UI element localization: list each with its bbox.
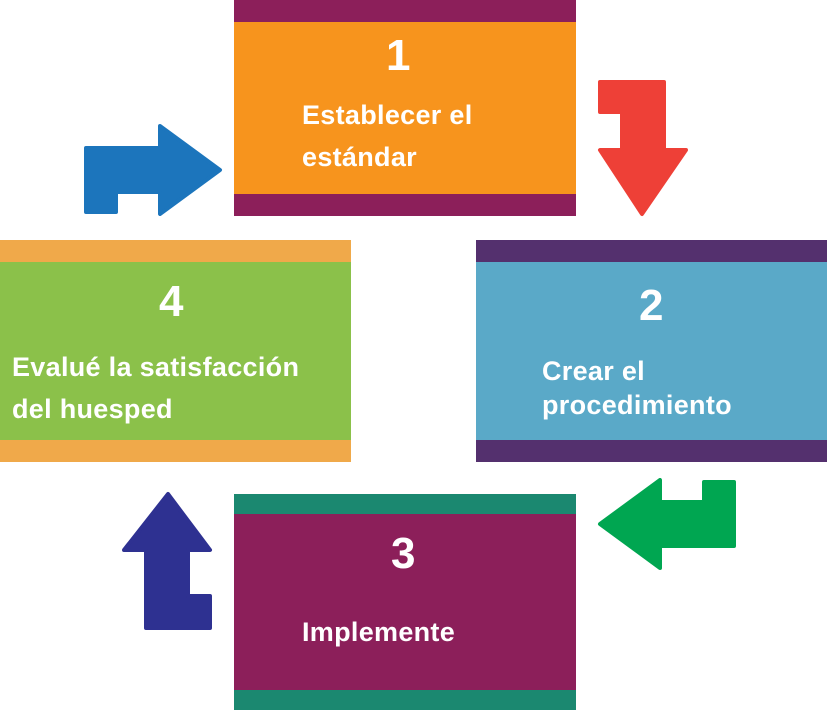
step-4-label-line2: del huesped (12, 394, 173, 424)
step-1-label-line2: estándar (302, 142, 417, 172)
step-2-bottom-stripe (476, 440, 827, 462)
arrow-up-icon (122, 492, 212, 630)
arrow-down-icon (598, 80, 688, 216)
step-3-bottom-stripe (234, 690, 576, 710)
step-1-number: 1 (386, 31, 411, 80)
step-2-label: Crear el procedimiento (542, 354, 732, 422)
step-1-bottom-stripe (234, 194, 576, 216)
step-3-label-line1: Implemente (302, 617, 456, 647)
step-2-label-line1: Crear el (542, 356, 645, 386)
step-4-bottom-stripe (0, 440, 351, 462)
step-1-label: Establecer el estándar (302, 94, 473, 178)
step-4-label: Evalué la satisfacción del huesped (12, 346, 299, 430)
step-3-number: 3 (391, 529, 416, 578)
step-4-label-line1: Evalué la satisfacción (12, 352, 300, 382)
step-2-label-line2: procedimiento (542, 390, 732, 420)
step-1-top-stripe (234, 0, 576, 22)
step-3-top-stripe (234, 494, 576, 514)
arrow-left-icon (598, 478, 736, 570)
step-2-top-stripe (476, 240, 827, 262)
arrow-right-icon (84, 124, 222, 216)
step-4-number: 4 (159, 277, 184, 326)
step-3-box: 3 Implemente (234, 494, 576, 710)
step-4-top-stripe (0, 240, 351, 262)
step-3-label: Implemente (302, 611, 455, 653)
step-2-box: 2 Crear el procedimiento (476, 240, 827, 462)
step-1-box: 1 Establecer el estándar (234, 0, 576, 216)
step-1-label-line1: Establecer el (302, 100, 473, 130)
step-2-number: 2 (639, 281, 664, 330)
step-4-box: 4 Evalué la satisfacción del huesped (0, 240, 351, 462)
